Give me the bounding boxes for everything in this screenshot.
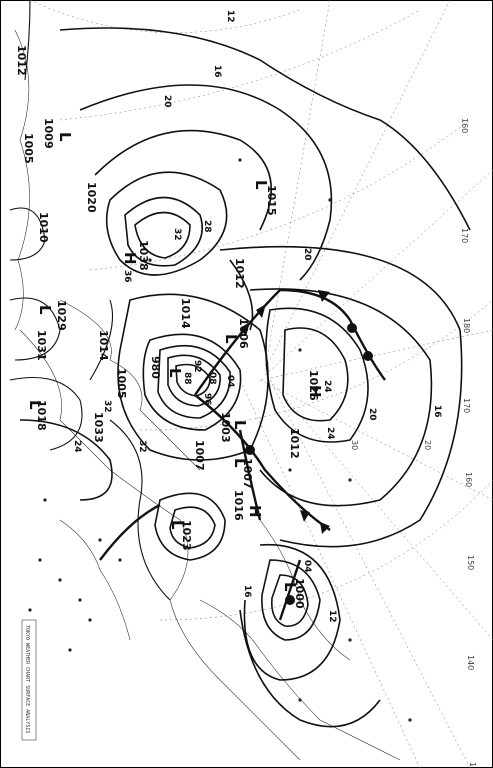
pressure-value: 1012 [233, 258, 246, 289]
low-center-symbol: L [231, 458, 249, 468]
pressure-value: 1031 [35, 330, 48, 361]
isobar-label: 28 [202, 220, 212, 233]
longitude-label: 130 [468, 762, 477, 768]
fronts [99, 288, 386, 621]
pressure-value: 1005 [22, 133, 35, 164]
isobar-label: 96 [202, 393, 212, 406]
low-center-symbol: L [231, 420, 249, 430]
high-center-symbol: H [306, 385, 324, 398]
low-center-symbol: L [166, 368, 184, 378]
pressure-value: 1012 [15, 45, 28, 76]
low-center-symbol: L [56, 132, 74, 142]
isobar-label: 08 [207, 372, 217, 385]
low-center-symbol: L [222, 334, 240, 344]
longitude-label: 150 [466, 555, 475, 570]
pressure-value: 1020 [85, 182, 98, 213]
pressure-value: 1000 [293, 578, 306, 609]
longitude-label: 140 [466, 655, 475, 670]
pressure-value: 1014 [97, 330, 110, 361]
longitude-label: 180 [462, 318, 471, 333]
pressure-value: 1014 [179, 298, 192, 329]
latitude-label: 20 [423, 440, 432, 450]
isobar-label: 16 [432, 405, 442, 418]
longitude-label: 170 [460, 228, 469, 243]
isobar-label: 16 [212, 65, 222, 78]
low-center-symbol: L [26, 400, 44, 410]
graticule-labels: 130 140 150 160 170 180 170 160 20 30 [350, 118, 477, 768]
pressure-value: 1033 [92, 412, 105, 443]
pressure-value: 1007 [193, 440, 206, 471]
isobar-label: 12 [225, 10, 235, 23]
low-center-symbol: L [168, 520, 186, 530]
low-center-symbol: L [36, 305, 54, 315]
pressure-value: 1012 [288, 428, 301, 459]
isobar-label: 24 [72, 440, 82, 453]
high-center-symbol: H [121, 252, 139, 265]
pressure-value: 1016 [232, 490, 245, 521]
isobar-label: 24 [322, 380, 332, 393]
low-center-symbol: L [281, 582, 299, 592]
isobar-label: 12 [327, 610, 337, 623]
isobar-label: 04 [302, 560, 312, 573]
pressure-value: 1006 [237, 318, 250, 349]
pressure-value: 1018 [35, 400, 48, 431]
pressure-centers: L L L L L L L L L H H H L [26, 132, 324, 592]
isobar-label: 32 [137, 440, 147, 453]
isobar-label: 32 [172, 228, 182, 241]
legend-box: TOKYO WEATHER CHART SURFACE ANALYSIS [21, 619, 37, 741]
high-center-symbol: H [246, 505, 264, 518]
pressure-values: 1012 1005 1009 1010 1020 1038 1029 1031 … [15, 45, 320, 609]
longitude-label: 170 [462, 398, 471, 413]
isobar-label: 20 [162, 95, 172, 108]
latitude-label: 30 [350, 440, 359, 450]
pressure-value: 1038 [137, 240, 150, 271]
pressure-value: 1026 [307, 370, 320, 401]
isobar-label: 16 [242, 585, 252, 598]
isobar-label: 04 [225, 375, 235, 388]
pressure-value: 1005 [115, 368, 128, 399]
longitude-label: 160 [464, 472, 473, 487]
pressure-value: 1015 [265, 185, 278, 216]
pressure-value: 1007 [241, 458, 254, 489]
pressure-value: 1010 [37, 212, 50, 243]
isobar-label: 20 [302, 248, 312, 261]
legend-text: TOKYO WEATHER CHART SURFACE ANALYSIS [24, 625, 30, 733]
pressure-value: 980 [149, 356, 162, 379]
pressure-value: 1029 [55, 300, 68, 331]
isobar-label: 36 [122, 270, 132, 283]
pressure-value: 1023 [180, 520, 193, 551]
pressure-value: 1009 [42, 118, 55, 149]
isobar-labels: 12 16 20 20 20 24 24 28 32 36 04 08 96 9… [72, 10, 442, 623]
isobar-label: 32 [102, 400, 112, 413]
pressure-value: 1003 [219, 412, 232, 443]
isobar-label: 24 [325, 427, 335, 440]
isobar-label: 20 [367, 408, 377, 421]
isobar-label: 92 [192, 360, 202, 373]
longitude-label: 160 [460, 118, 469, 133]
station-marks [28, 158, 412, 722]
low-center-symbol: L [252, 180, 270, 190]
isobar-label: 88 [182, 372, 192, 385]
